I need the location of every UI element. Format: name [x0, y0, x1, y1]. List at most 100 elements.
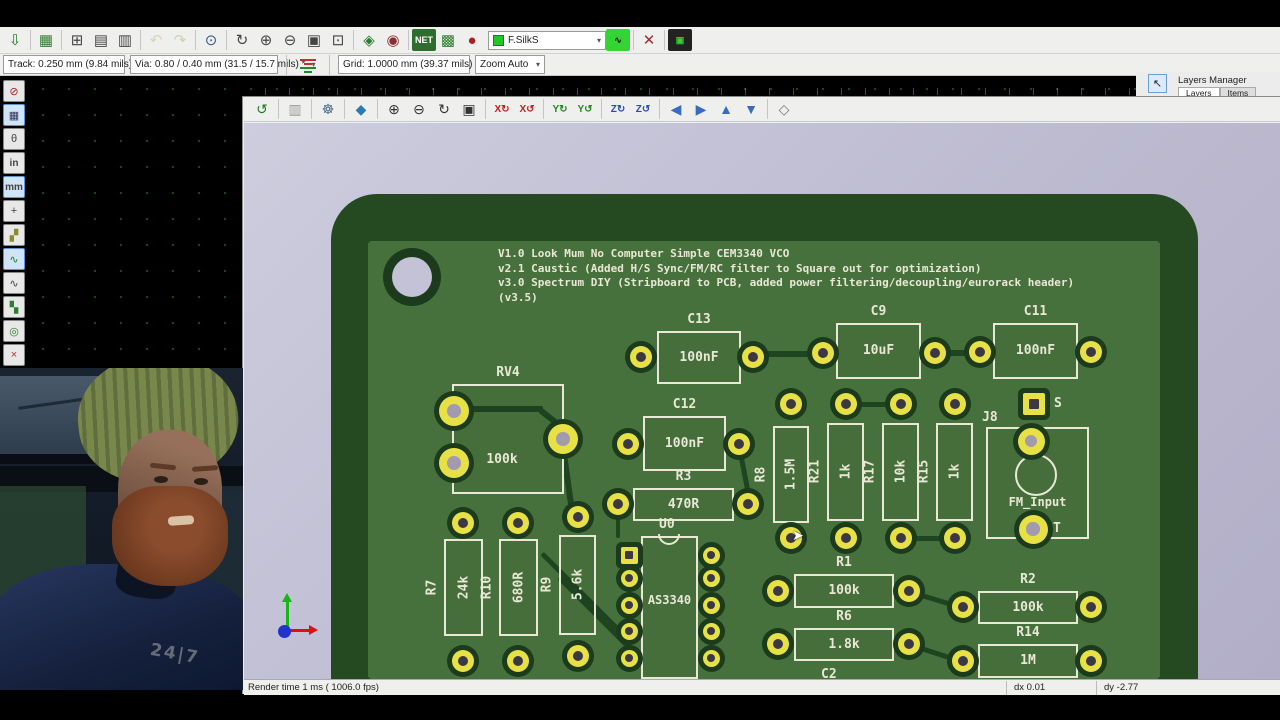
footprint-browser-icon[interactable]: ◉ [386, 32, 400, 49]
jack-circle [1015, 454, 1057, 496]
cursor-shape-icon[interactable]: + [3, 200, 25, 222]
zoom-select[interactable]: Zoom Auto▾ [475, 55, 545, 74]
units-inch-icon[interactable]: in [3, 152, 25, 174]
zoom-in-icon[interactable]: ⊕ [259, 32, 273, 49]
zoom-out-3d-icon[interactable]: ⊖ [413, 100, 425, 117]
print-icon[interactable]: ▤ [93, 32, 109, 49]
pad [1080, 650, 1102, 672]
webcam-person-beard [112, 486, 228, 586]
footprint-mode-icon[interactable]: ◈ [363, 32, 375, 49]
zoom-in-3d-icon[interactable]: ⊕ [388, 100, 400, 117]
viewer3d-viewport[interactable]: V1.0 Look Mum No Computer Simple CEM3340… [244, 123, 1280, 679]
move-up-icon[interactable]: ▲ [719, 101, 733, 117]
page-settings-icon[interactable]: ⊞ [70, 32, 84, 49]
units-mm-icon[interactable]: mm [3, 176, 25, 198]
track-via-size-icon[interactable] [295, 55, 321, 75]
secondary-toolbar: Track: 0.250 mm (9.84 mils) *▾ Via: 0.80… [0, 54, 1280, 76]
copy-image-icon[interactable]: ▥ [288, 100, 302, 117]
pad [702, 546, 720, 564]
ortho-view-icon[interactable]: ◇ [778, 100, 790, 117]
polar-coords-icon[interactable]: θ [3, 128, 25, 150]
rotate-y-pos-icon[interactable]: Y↻ [552, 103, 568, 115]
pads-sketch-icon[interactable]: ◎ [3, 320, 25, 342]
track-width-select[interactable]: Track: 0.250 mm (9.84 mils) *▾ [3, 55, 149, 74]
tracks-sketch-icon[interactable]: × [3, 344, 25, 366]
pad [924, 342, 946, 364]
collapse-caret-icon[interactable]: ^ [1138, 74, 1142, 83]
viewer3d-icon[interactable]: ▣ [668, 29, 692, 51]
save-icon[interactable]: ⇩ [8, 32, 22, 49]
ic-notch [657, 534, 680, 545]
tab-layers[interactable]: Layers [1178, 87, 1220, 98]
show-zones-icon[interactable]: ▚ [3, 296, 25, 318]
grid-select[interactable]: Grid: 1.0000 mm (39.37 mils)▾ [338, 55, 483, 74]
axis-gizmo [274, 593, 318, 649]
render-cube-icon[interactable]: ◆ [355, 100, 367, 117]
component-ref: C2 [821, 667, 837, 679]
local-ratsnest-icon[interactable]: ∿ [3, 248, 25, 270]
pad [567, 506, 589, 528]
redraw-icon[interactable]: ↻ [235, 32, 249, 49]
via-size-select[interactable]: Via: 0.80 / 0.40 mm (31.5 / 15.7 mils) *… [130, 55, 315, 74]
update-pcb-icon[interactable]: ▩ [440, 32, 456, 49]
move-down-icon[interactable]: ▼ [744, 101, 758, 117]
find-icon[interactable]: ⊙ [204, 32, 218, 49]
trace [753, 351, 825, 357]
render-time: Render time 1 ms ( 1006.0 fps) [248, 682, 379, 693]
rotate-z-neg-icon[interactable]: Z↺ [635, 103, 651, 115]
component-R6 [794, 628, 894, 661]
rotate-x-neg-icon[interactable]: X↺ [519, 103, 535, 115]
rotate-z-pos-icon[interactable]: Z↻ [610, 103, 626, 115]
component-ref: R8 [753, 466, 769, 482]
zoom-fit-icon[interactable]: ▣ [306, 32, 322, 49]
layer-selector[interactable]: F.SilkS ▾ [488, 30, 606, 50]
move-left-icon[interactable]: ◀ [670, 100, 682, 117]
component-ref: U0 [659, 517, 675, 532]
component-R8 [773, 426, 809, 523]
move-right-icon[interactable]: ▶ [695, 100, 707, 117]
rotate-x-pos-icon[interactable]: X↻ [494, 103, 510, 115]
reload-board-icon[interactable]: ↺ [256, 100, 268, 117]
pad [702, 649, 720, 667]
render-options-icon[interactable]: ☸ [321, 100, 335, 117]
pad [952, 650, 974, 672]
component-ref: C12 [672, 397, 697, 412]
drc-off-icon[interactable]: ⊘ [3, 80, 25, 102]
component-R7 [444, 539, 483, 636]
pad [548, 424, 578, 454]
component-value: 100k [486, 452, 518, 467]
drc-bug-icon[interactable]: ● [467, 31, 477, 49]
zoom-fit-3d-icon[interactable]: ▣ [462, 100, 476, 117]
tab-items[interactable]: Items [1219, 87, 1257, 98]
rotate-y-neg-icon[interactable]: Y↺ [577, 103, 593, 115]
component-R9 [559, 535, 596, 635]
netlist-icon[interactable]: NET [412, 29, 436, 51]
ratsnest-icon[interactable]: ▞ [3, 224, 25, 246]
redo-icon[interactable]: ↷ [173, 32, 187, 49]
component-ref: R21 [807, 459, 823, 484]
pad [812, 342, 834, 364]
pad [452, 512, 474, 534]
plot-icon[interactable]: ▥ [117, 32, 133, 49]
component-value: 10uF [862, 343, 895, 358]
rotate-view-icon[interactable]: ↻ [438, 100, 450, 117]
pad [620, 622, 638, 640]
auto-delete-track-icon[interactable]: ∿ [3, 272, 25, 294]
highlight-net-icon[interactable]: ✕ [642, 32, 656, 49]
track-display-icon[interactable]: ∿ [606, 29, 630, 51]
grid-visibility-icon[interactable]: ▦ [3, 104, 25, 126]
component-ref: R17 [862, 459, 878, 484]
board-library-icon[interactable]: ▦ [38, 32, 54, 49]
component-value: 680R [511, 571, 526, 603]
viewer3d-toolbar: ↺ ▥ ☸ ◆ ⊕ ⊖ ↻ ▣ X↻ X↺ Y↻ Y↺ Z↻ Z↺ ◀ ▶ ▲ ▼ ◇ [244, 97, 1280, 122]
trace [935, 350, 982, 356]
zoom-out-icon[interactable]: ⊖ [283, 32, 297, 49]
pad [439, 396, 469, 426]
zoom-area-icon[interactable]: ⊡ [331, 32, 345, 49]
undo-icon[interactable]: ↶ [149, 32, 163, 49]
pad [439, 448, 469, 478]
select-tool-icon[interactable]: ↖ [1148, 74, 1167, 93]
pad [944, 393, 966, 415]
viewer3d-window: ↺ ▥ ☸ ◆ ⊕ ⊖ ↻ ▣ X↻ X↺ Y↻ Y↺ Z↻ Z↺ ◀ ▶ ▲ ▼ ◇ V1.0 Look Mum … [242, 96, 1280, 695]
component-value: 470R [667, 496, 700, 512]
